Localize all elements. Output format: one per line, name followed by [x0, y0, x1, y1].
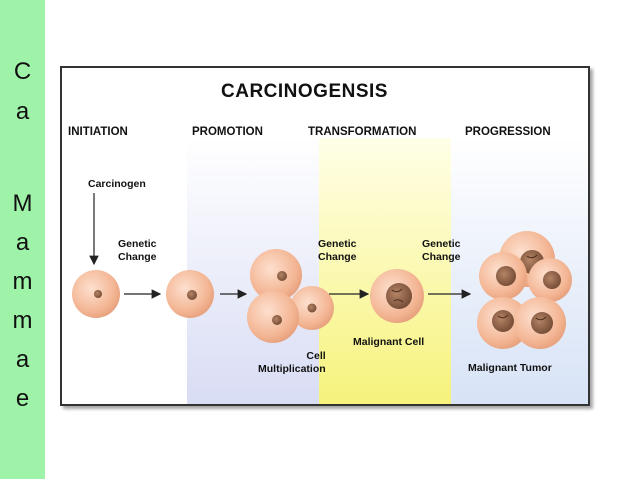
- sidebar-letter: e: [15, 385, 30, 412]
- cell-multiplication-label: Cell Multiplication: [258, 350, 326, 375]
- stage-transformation: TRANSFORMATION: [308, 126, 417, 138]
- carcinogen-label: Carcinogen: [88, 178, 146, 190]
- stage-progression: PROGRESSION: [465, 126, 551, 138]
- sidebar-letter: C: [13, 58, 32, 85]
- sidebar-letter: m: [12, 268, 33, 295]
- sidebar-letter: m: [12, 307, 33, 334]
- sidebar-letter: a: [15, 346, 30, 373]
- initiated-cell: [166, 270, 214, 318]
- sidebar: C a M a m m a e: [0, 0, 45, 479]
- sidebar-letter: M: [12, 190, 33, 217]
- malignant-tumor: [477, 231, 572, 349]
- carcinogenesis-diagram: CARCINOGENSIS INITIATION PROMOTION TRANS…: [60, 66, 590, 406]
- normal-cell: [72, 270, 120, 318]
- genetic-change-label: Genetic Change: [318, 238, 357, 263]
- stage-initiation: INITIATION: [68, 126, 128, 138]
- genetic-change-label: Genetic Change: [118, 238, 157, 263]
- diagram-canvas: [72, 138, 588, 404]
- diagram-title: CARCINOGENSIS: [221, 81, 388, 102]
- malignant-cell: [370, 269, 424, 323]
- sidebar-letter: a: [15, 229, 30, 256]
- sidebar-letter: a: [15, 98, 30, 125]
- malignant-tumor-label: Malignant Tumor: [468, 362, 552, 374]
- multiplying-cells: [247, 249, 334, 343]
- genetic-change-label: Genetic Change: [422, 238, 461, 263]
- transformation-background: [319, 138, 451, 404]
- stage-promotion: PROMOTION: [192, 126, 263, 138]
- malignant-cell-label: Malignant Cell: [353, 336, 425, 348]
